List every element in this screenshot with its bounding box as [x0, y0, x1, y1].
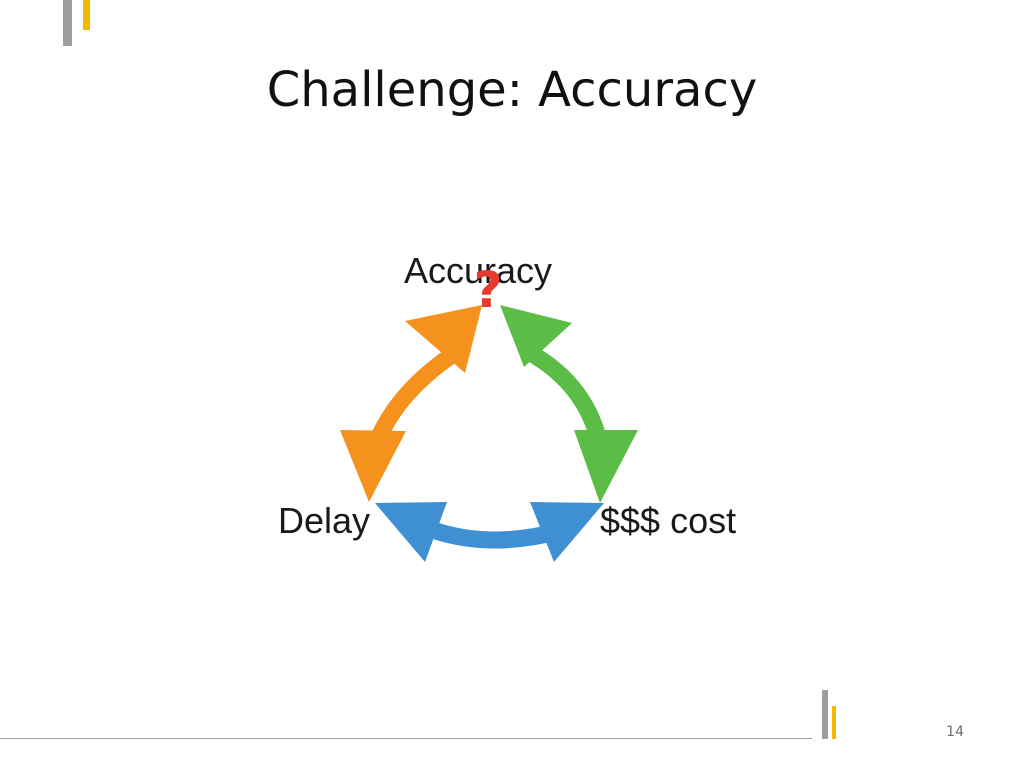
blue-double-arrow — [375, 502, 604, 562]
green-double-arrow — [500, 305, 638, 503]
header-gold-bar — [83, 0, 90, 30]
header-gray-bar — [63, 0, 72, 46]
footer-gold-bar — [832, 706, 836, 739]
tradeoff-triangle-diagram: Accuracy ? Delay $$$ cost — [278, 250, 736, 562]
node-delay-label: Delay — [278, 500, 370, 541]
node-cost-label: $$$ cost — [600, 500, 736, 541]
orange-double-arrow — [340, 305, 482, 502]
footer-gray-bar — [822, 690, 828, 739]
slide-title: Challenge: Accuracy — [266, 62, 758, 118]
node-accuracy-label: Accuracy — [404, 250, 552, 291]
footer-divider — [0, 738, 812, 739]
question-mark-icon: ? — [473, 261, 502, 319]
page-number: 14 — [946, 724, 964, 740]
